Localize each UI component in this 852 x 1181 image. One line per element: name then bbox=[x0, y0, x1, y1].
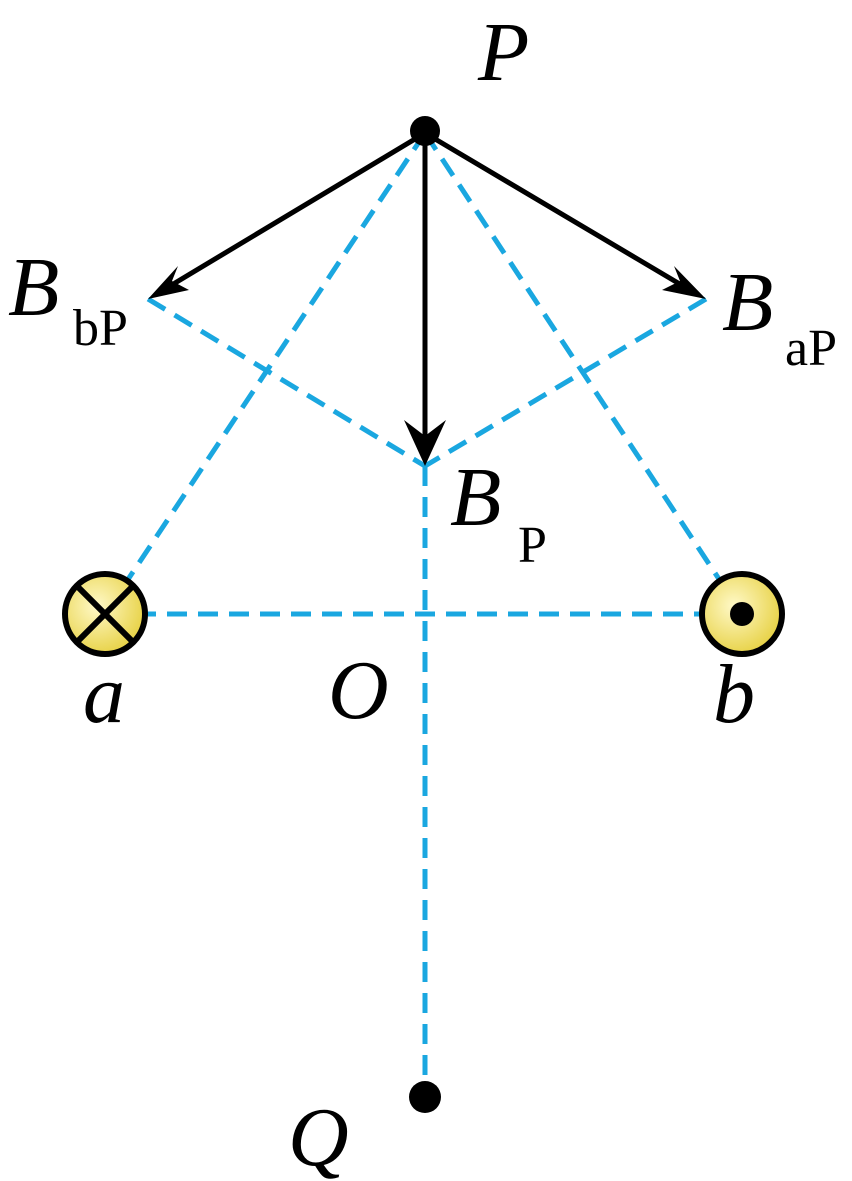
arrow-b-ap-head bbox=[662, 266, 706, 299]
label-p: P bbox=[477, 6, 529, 99]
arrow-heads bbox=[148, 266, 706, 466]
label-q: Q bbox=[288, 1091, 349, 1181]
label-b-ap-sub: aP bbox=[785, 320, 837, 377]
construction-lines bbox=[102, 131, 745, 1095]
cross-icon bbox=[75, 584, 135, 644]
point-q bbox=[409, 1081, 441, 1113]
wire-b bbox=[699, 571, 785, 657]
arrow-b-bp-shaft bbox=[172, 130, 428, 286]
label-b: b bbox=[713, 648, 755, 741]
label-b-p-main: B bbox=[450, 451, 501, 544]
wire-a bbox=[62, 571, 148, 657]
label-b-bp-main: B bbox=[8, 241, 59, 334]
line-p-to-a bbox=[102, 131, 428, 616]
line-ap-to-bsum bbox=[423, 296, 708, 469]
dot-icon bbox=[730, 602, 754, 626]
arrow-b-bp-head bbox=[148, 266, 189, 299]
label-a: a bbox=[83, 648, 125, 741]
label-b-p-sub: P bbox=[518, 517, 547, 574]
label-o: O bbox=[328, 644, 389, 737]
line-bp-to-bsum bbox=[146, 296, 427, 469]
arrow-b-ap-shaft bbox=[422, 130, 681, 286]
vector-arrows bbox=[172, 130, 681, 443]
point-p bbox=[410, 116, 440, 146]
label-b-bp-sub: bP bbox=[73, 300, 128, 357]
arrow-b-p-head bbox=[404, 420, 446, 466]
label-b-ap-main: B bbox=[722, 256, 773, 349]
